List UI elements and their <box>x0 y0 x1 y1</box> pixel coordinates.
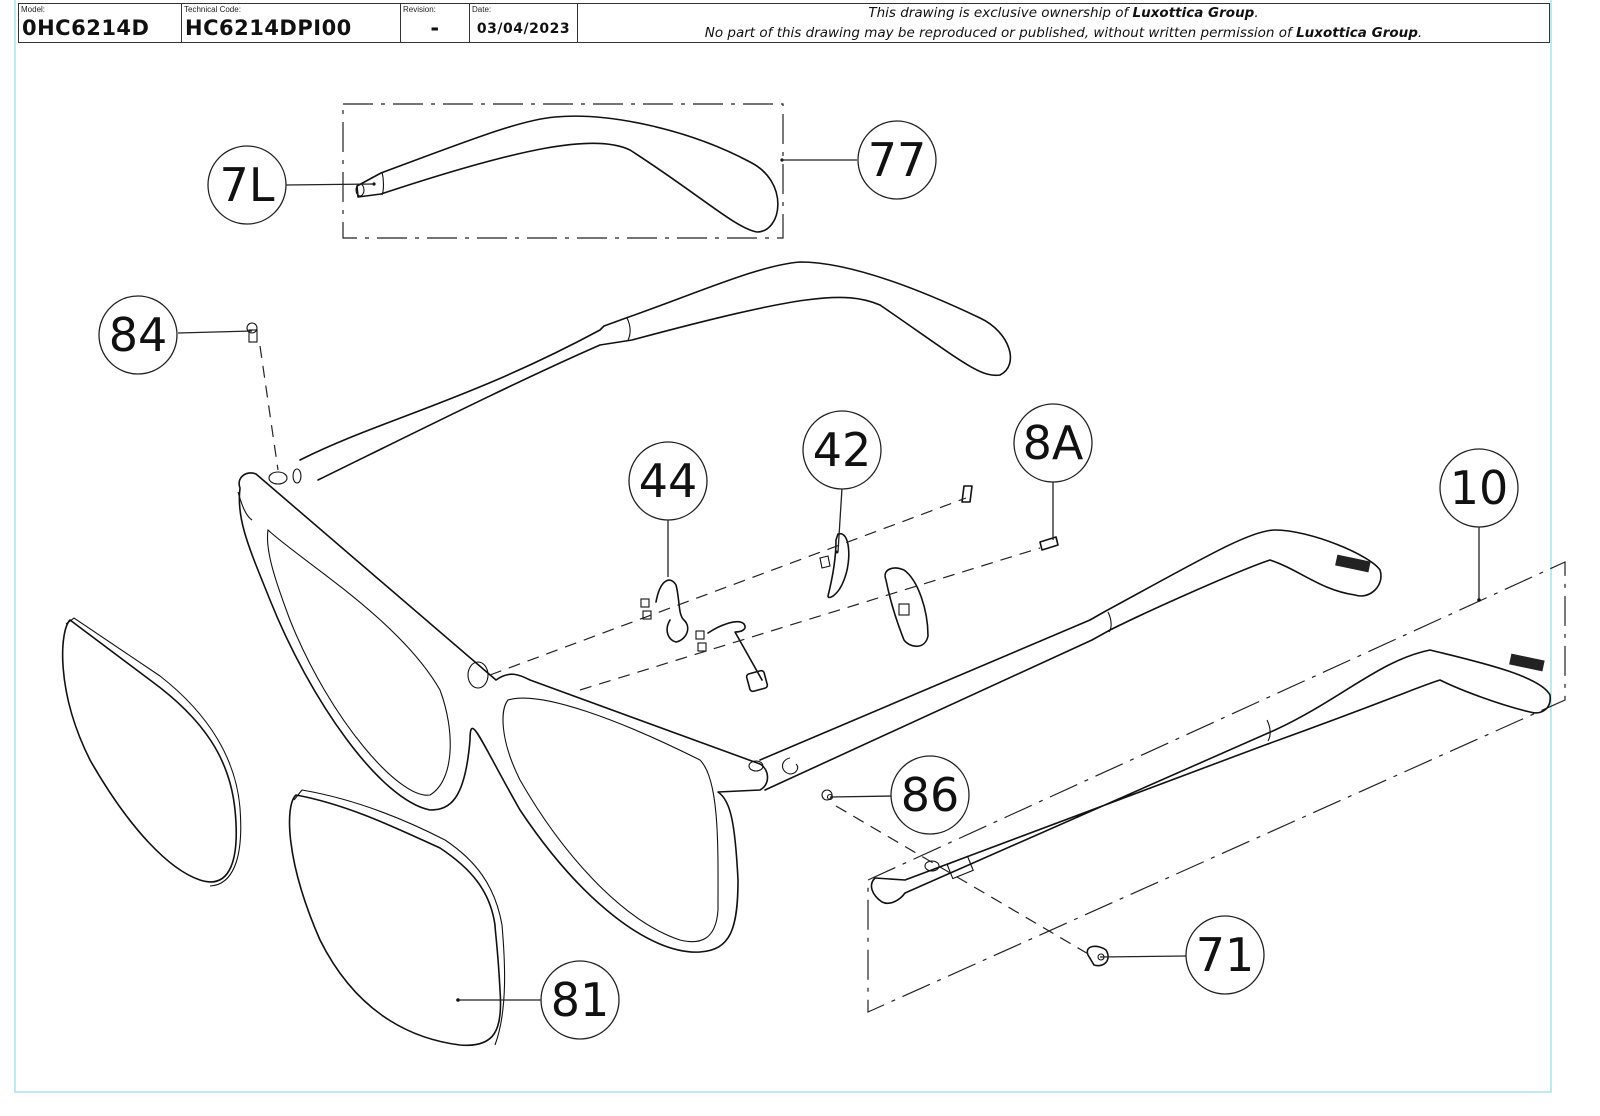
lens-right <box>288 789 506 1047</box>
notice-line-2: No part of this drawing may be reproduce… <box>705 23 1422 43</box>
date-label: Date: <box>472 5 492 14</box>
technical-code-cell: Technical Code: HC6214DPI00 <box>182 4 401 42</box>
callout-label: 7L <box>220 158 275 212</box>
sheet-border <box>14 0 1552 1093</box>
assembly-lines <box>259 345 1091 956</box>
technical-code-label: Technical Code: <box>184 5 241 14</box>
notice-text: This drawing is exclusive ownership of <box>868 5 1133 21</box>
callout-86: 86 <box>890 755 970 835</box>
owner-name: Luxottica Group <box>1132 5 1255 21</box>
frame-right-temple <box>759 529 1382 791</box>
callout-label: 77 <box>868 133 927 187</box>
leader-lines <box>177 159 1481 1001</box>
title-block: Model: 0HC6214D Technical Code: HC6214DP… <box>18 3 1550 43</box>
revision-value: - <box>430 16 440 40</box>
screw-parts <box>246 322 1109 967</box>
date-value: 03/04/2023 <box>476 21 571 37</box>
lens-left <box>61 617 242 887</box>
technical-code-value: HC6214DPI00 <box>185 16 352 40</box>
owner-name: Luxottica Group <box>1296 25 1418 41</box>
nose-pad-parts <box>819 533 929 648</box>
callout-label: 86 <box>901 768 960 822</box>
notice-line-1: This drawing is exclusive ownership of L… <box>868 3 1258 23</box>
model-value: 0HC6214D <box>22 16 150 40</box>
notice-text: No part of this drawing may be reproduce… <box>704 25 1297 41</box>
model-cell: Model: 0HC6214D <box>19 4 182 42</box>
notice-period: . <box>1254 5 1259 21</box>
callout-label: 71 <box>1196 928 1255 982</box>
callout-label: 10 <box>1450 461 1509 515</box>
callout-label: 44 <box>639 454 698 508</box>
callout-42: 42 <box>802 410 882 490</box>
revision-label: Revision: <box>403 5 436 14</box>
ownership-notice: This drawing is exclusive ownership of L… <box>578 4 1549 42</box>
model-label: Model: <box>21 5 46 14</box>
notice-period: . <box>1417 25 1423 41</box>
callout-84: 84 <box>98 295 178 375</box>
callout-44: 44 <box>628 441 708 521</box>
temple-tip-detail-box <box>342 103 784 239</box>
nose-pad-arm-parts <box>640 579 769 693</box>
revision-cell: Revision: - <box>401 4 470 42</box>
callout-label: 42 <box>813 423 872 477</box>
frame-left-temple <box>299 261 1012 481</box>
callout-7L: 7L <box>207 145 287 225</box>
date-cell: Date: 03/04/2023 <box>470 4 578 42</box>
callout-8A: 8A <box>1013 403 1093 483</box>
temple-detail-box <box>867 561 1566 1013</box>
callout-label: 81 <box>551 973 610 1027</box>
callout-10: 10 <box>1439 448 1519 528</box>
callout-label: 84 <box>109 308 168 362</box>
callout-71: 71 <box>1185 915 1265 995</box>
callout-77: 77 <box>857 120 937 200</box>
callout-81: 81 <box>540 960 620 1040</box>
front-frame <box>237 468 799 953</box>
callout-label: 8A <box>1023 416 1084 470</box>
